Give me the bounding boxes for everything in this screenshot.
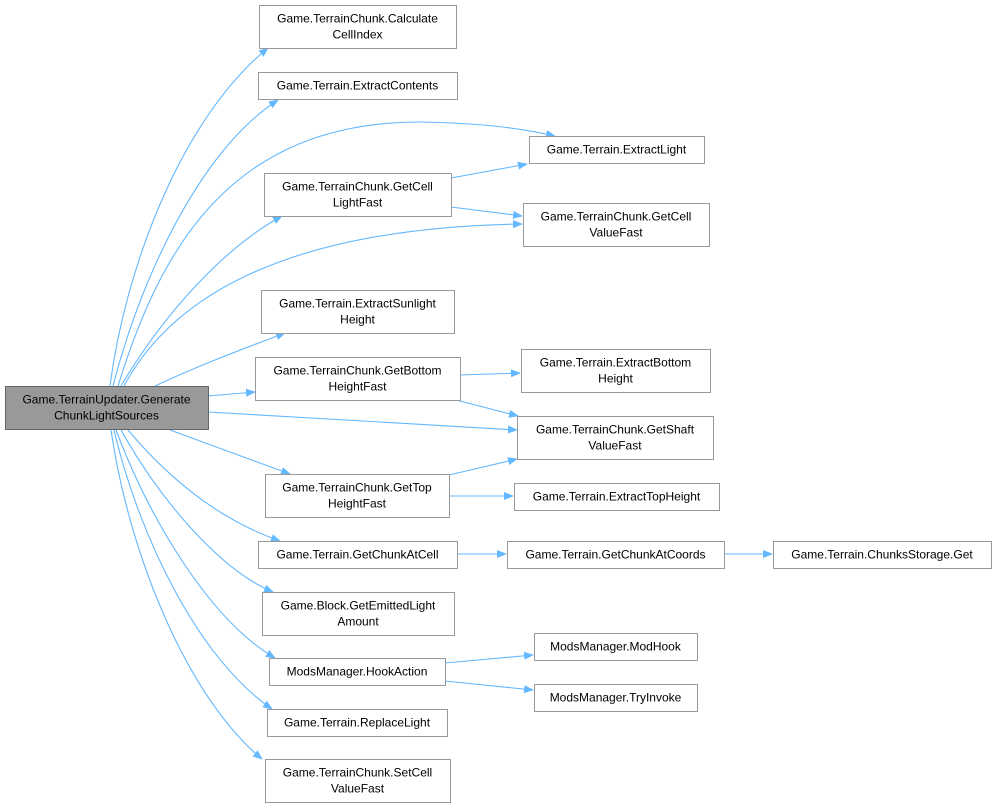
edge-cell-light-to-cell-value bbox=[450, 206, 523, 219]
node-chunk-at-coords[interactable]: Game.Terrain.GetChunkAtCoords bbox=[507, 541, 725, 569]
edge-root-to-bottom bbox=[207, 388, 256, 397]
edge-hook-to-mod-hook bbox=[444, 651, 534, 664]
edge-root-to-hook bbox=[115, 429, 276, 659]
node-label: ValueFast bbox=[589, 226, 643, 240]
node-label: Game.Terrain.GetChunkAtCell bbox=[276, 548, 438, 562]
node-box bbox=[773, 541, 992, 569]
edge-root-to-set-cell bbox=[110, 429, 263, 760]
node-label: Game.Terrain.ExtractTopHeight bbox=[533, 490, 701, 504]
node-label: Game.TerrainUpdater.Generate bbox=[22, 393, 190, 407]
node-box bbox=[267, 709, 448, 737]
node-label: Game.Terrain.ExtractContents bbox=[277, 79, 438, 93]
node-box bbox=[5, 386, 209, 430]
node-box bbox=[534, 633, 698, 661]
node-label: Game.Terrain.ExtractLight bbox=[547, 143, 687, 157]
node-box bbox=[258, 72, 458, 100]
node-box bbox=[269, 658, 446, 686]
node-label: Game.TerrainChunk.GetCell bbox=[541, 210, 692, 224]
node-label: Game.TerrainChunk.GetTop bbox=[282, 481, 432, 495]
edge-root-to-replace bbox=[113, 429, 273, 710]
node-label: Game.Terrain.ChunksStorage.Get bbox=[791, 548, 973, 562]
node-try-invoke[interactable]: ModsManager.TryInvoke bbox=[534, 684, 698, 712]
node-mod-hook[interactable]: ModsManager.ModHook bbox=[534, 633, 698, 661]
node-replace[interactable]: Game.Terrain.ReplaceLight bbox=[267, 709, 448, 737]
node-label: ModsManager.HookAction bbox=[287, 665, 428, 679]
edge-root-to-get-cell-value-fast bbox=[123, 220, 523, 387]
node-label: Game.Terrain.ReplaceLight bbox=[284, 716, 431, 730]
node-extract-contents[interactable]: Game.Terrain.ExtractContents bbox=[258, 72, 458, 100]
node-label: LightFast bbox=[333, 196, 383, 210]
node-box bbox=[534, 684, 698, 712]
edge-root-to-shaft bbox=[207, 411, 518, 434]
edge-root-to-top bbox=[169, 429, 291, 475]
edge-root-to-extract-contents bbox=[112, 99, 279, 387]
node-label: Amount bbox=[337, 615, 379, 629]
edge-root-to-extract-light bbox=[117, 121, 556, 387]
node-box bbox=[521, 349, 711, 393]
node-box bbox=[262, 592, 455, 636]
node-box bbox=[255, 357, 461, 401]
node-label: ModsManager.ModHook bbox=[550, 640, 682, 654]
node-root[interactable]: Game.TerrainUpdater.GenerateChunkLightSo… bbox=[5, 386, 209, 430]
node-box bbox=[529, 136, 705, 164]
node-box bbox=[264, 173, 452, 217]
edge-root-to-calc bbox=[109, 47, 269, 387]
edge-root-to-chunk-at-cell bbox=[127, 429, 281, 542]
node-box bbox=[258, 541, 458, 569]
node-box bbox=[507, 541, 725, 569]
node-label: Game.Terrain.ExtractSunlight bbox=[279, 297, 436, 311]
node-label: Game.TerrainChunk.GetCell bbox=[282, 180, 433, 194]
node-hook[interactable]: ModsManager.HookAction bbox=[269, 658, 446, 686]
edge-root-to-sunlight bbox=[154, 332, 286, 387]
node-box bbox=[265, 474, 450, 518]
node-label: Game.TerrainChunk.GetShaft bbox=[536, 423, 695, 437]
node-label: HeightFast bbox=[328, 380, 387, 394]
edge-root-to-emitted bbox=[120, 429, 274, 593]
node-label: Game.TerrainChunk.GetBottom bbox=[273, 364, 441, 378]
edge-hook-to-try-invoke bbox=[444, 680, 534, 694]
node-label: Height bbox=[598, 372, 633, 386]
node-extract-top[interactable]: Game.Terrain.ExtractTopHeight bbox=[514, 483, 720, 511]
node-box bbox=[259, 5, 457, 49]
node-label: Game.Terrain.GetChunkAtCoords bbox=[525, 548, 705, 562]
edge-bottom-to-shaft bbox=[455, 399, 519, 418]
node-label: ModsManager.TryInvoke bbox=[550, 691, 682, 705]
node-box bbox=[523, 203, 710, 247]
node-box bbox=[261, 290, 455, 334]
node-label: Game.TerrainChunk.SetCell bbox=[283, 766, 432, 780]
node-storage-get[interactable]: Game.Terrain.ChunksStorage.Get bbox=[773, 541, 992, 569]
node-chunk-at-cell[interactable]: Game.Terrain.GetChunkAtCell bbox=[258, 541, 458, 569]
node-label: Game.Terrain.ExtractBottom bbox=[540, 356, 691, 370]
edge-bottom-to-extract-bottom bbox=[459, 369, 521, 378]
node-label: ValueFast bbox=[588, 439, 642, 453]
node-box bbox=[517, 416, 714, 460]
node-label: HeightFast bbox=[328, 497, 387, 511]
edge-top-to-shaft bbox=[448, 457, 518, 476]
node-box bbox=[514, 483, 720, 511]
node-label: Game.Block.GetEmittedLight bbox=[281, 599, 436, 613]
node-label: ValueFast bbox=[331, 782, 385, 796]
node-box bbox=[265, 759, 451, 803]
edge-root-to-get-cell-light-fast bbox=[120, 215, 283, 387]
node-label: ChunkLightSources bbox=[54, 409, 159, 423]
node-label: Game.TerrainChunk.Calculate bbox=[277, 12, 438, 26]
edge-cell-light-to-extract-light bbox=[450, 161, 528, 179]
node-extract-light[interactable]: Game.Terrain.ExtractLight bbox=[529, 136, 705, 164]
node-label: Height bbox=[340, 313, 375, 327]
node-label: CellIndex bbox=[332, 28, 382, 42]
